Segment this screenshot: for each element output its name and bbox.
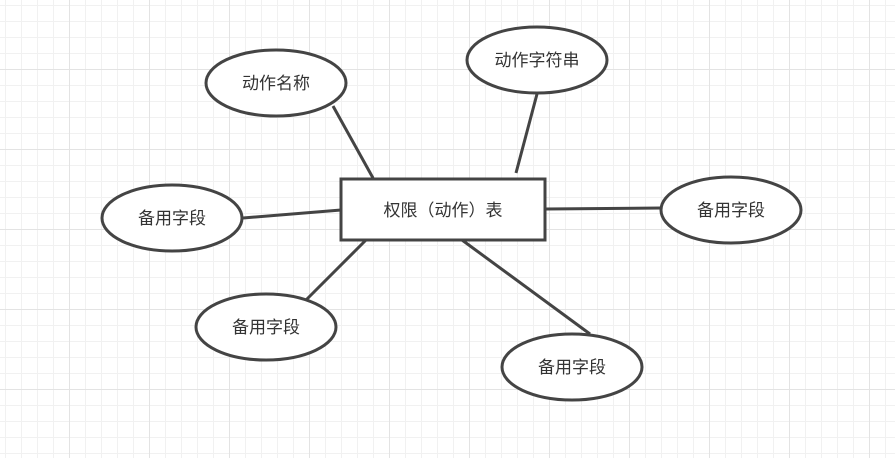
attribute-ellipse (465, 25, 609, 95)
entity-label: 权限（动作）表 (384, 201, 503, 220)
attribute-label: 备用字段 (138, 209, 206, 228)
connector-action-name (331, 105, 375, 179)
attribute-label: 备用字段 (697, 201, 765, 220)
attribute-label: 备用字段 (538, 358, 606, 377)
connectors (242, 93, 663, 336)
attribute-action-string[interactable]: 动作字符串 (465, 25, 609, 95)
attribute-label: 动作字符串 (495, 51, 580, 70)
attribute-ellipse (204, 48, 348, 118)
entity-box (339, 177, 547, 242)
attribute-ellipse (659, 175, 803, 245)
attribute-reserved-field-left[interactable]: 备用字段 (100, 183, 244, 253)
attribute-ellipse (100, 183, 244, 253)
attribute-label: 动作名称 (242, 74, 310, 93)
attribute-reserved-field-bottom-left[interactable]: 备用字段 (194, 292, 338, 362)
entity-permission-table[interactable]: 权限（动作）表 (339, 177, 547, 242)
connector-reserved-field-bottom-left (304, 238, 368, 302)
attribute-ellipse (194, 292, 338, 362)
connector-reserved-field-right (545, 206, 663, 211)
attribute-ellipse (500, 332, 644, 402)
attribute-label: 备用字段 (232, 318, 300, 337)
connector-reserved-field-bottom-right (461, 238, 591, 336)
attribute-reserved-field-right[interactable]: 备用字段 (659, 175, 803, 245)
attribute-reserved-field-bottom-right[interactable]: 备用字段 (500, 332, 644, 402)
attribute-action-name[interactable]: 动作名称 (204, 48, 348, 118)
connector-reserved-field-left (242, 208, 342, 220)
connector-action-string (514, 93, 539, 174)
